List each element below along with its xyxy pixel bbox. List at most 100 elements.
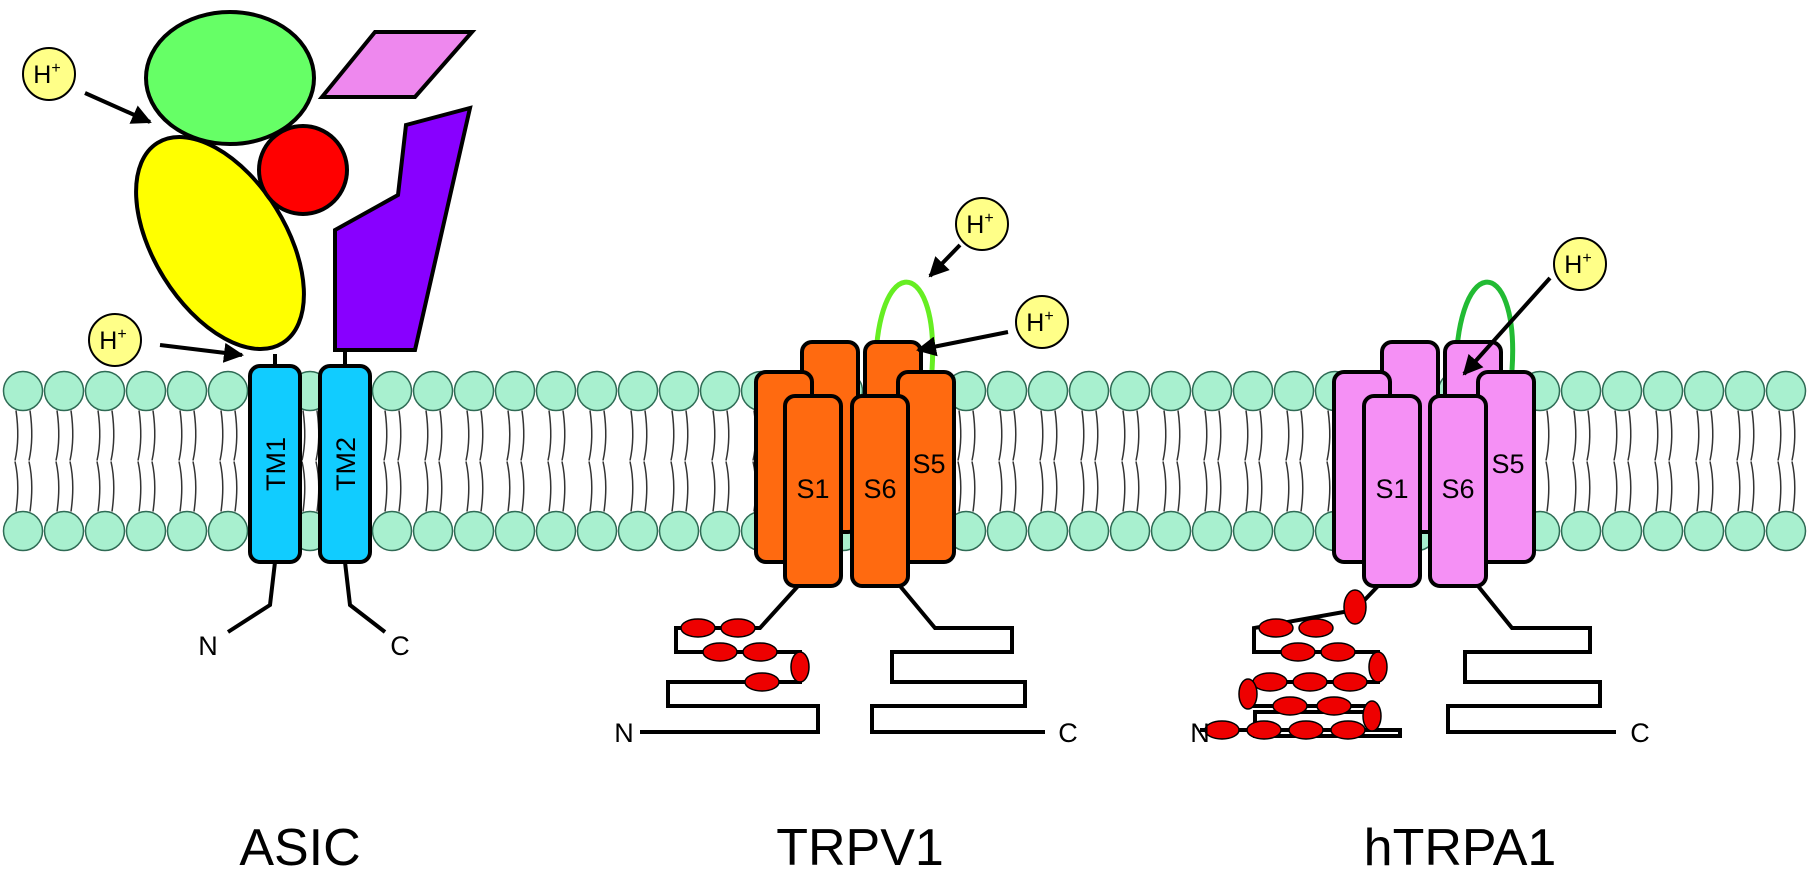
lipid-head (494, 510, 536, 552)
ankyrin-repeat (1238, 678, 1258, 710)
lipid-head (617, 510, 659, 552)
lipid-tail (1750, 410, 1755, 461)
lipid-tail (1545, 410, 1550, 461)
lipid-tail (1777, 410, 1782, 461)
lipid-tail (1613, 410, 1618, 461)
lipid-head (2, 510, 44, 552)
lipid-head (1150, 510, 1192, 552)
lipid-tail (629, 410, 634, 461)
lipid-head (1683, 370, 1725, 412)
lipid-head (1765, 370, 1807, 412)
lipid-tail (1080, 461, 1085, 512)
lipid-tail (1736, 410, 1741, 461)
trpv1-c-terminus-label: C (1058, 718, 1078, 748)
htrpa1-proton-arrow (1462, 276, 1552, 376)
ankyrin-repeat (1362, 700, 1382, 732)
lipid-tail (602, 461, 607, 512)
lipid-tail (1135, 410, 1140, 461)
asic-c-tail (343, 561, 387, 634)
lipid-head (43, 370, 85, 412)
lipid-tail (383, 461, 388, 512)
lipid-tail (1668, 410, 1673, 461)
ankyrin-repeat (1320, 642, 1356, 662)
lipid-head (1232, 510, 1274, 552)
asic-tm2-label: TM2 (331, 437, 361, 491)
asic-n-tail (226, 561, 277, 634)
lipid-tail (14, 461, 19, 512)
ankyrin-repeat (680, 618, 716, 638)
lipid-tail (438, 461, 443, 512)
lipid-tail (643, 461, 648, 512)
lipid-tail (383, 410, 388, 461)
asic-n-terminus-label: N (198, 631, 218, 661)
ankyrin-repeat (1343, 589, 1367, 625)
ankyrin-repeat (742, 642, 778, 662)
lipid-tail (971, 410, 976, 461)
lipid-tail (192, 461, 197, 512)
lipid-tail (547, 461, 552, 512)
lipid-tail (397, 410, 402, 461)
lipid-tail (1053, 461, 1058, 512)
lipid-tail (971, 461, 976, 512)
lipid-tail (684, 461, 689, 512)
lipid-tail (1750, 461, 1755, 512)
lipid-tail (684, 410, 689, 461)
lipid-head (371, 370, 413, 412)
trpv1-proton-arrow-side (916, 330, 1009, 357)
ankyrin-repeat (1252, 672, 1288, 692)
lipid-tail (1627, 461, 1632, 512)
asic-pink-domain (317, 30, 477, 99)
lipid-head (1683, 510, 1725, 552)
lipid-tail (1258, 410, 1263, 461)
lipid-tail (1586, 461, 1591, 512)
lipid-tail (1203, 461, 1208, 512)
svg-text:H+: H+ (33, 60, 60, 89)
asic-c-terminus-label: C (390, 631, 410, 661)
lipid-tail (711, 410, 716, 461)
lipid-tail (1217, 461, 1222, 512)
trpv1-channel-name: TRPV1 (776, 819, 944, 876)
lipid-tail (1791, 461, 1796, 512)
lipid-tail (28, 461, 33, 512)
lipid-head (617, 370, 659, 412)
trpv1-s6-label: S6 (863, 474, 896, 504)
lipid-tail (506, 461, 511, 512)
lipid-head (207, 510, 249, 552)
lipid-tail (192, 410, 197, 461)
lipid-head (1150, 370, 1192, 412)
trpv1-s5-label: S5 (912, 449, 945, 479)
lipid-tail (588, 410, 593, 461)
svg-text:H+: H+ (99, 326, 126, 355)
lipid-tail (1627, 410, 1632, 461)
lipid-head (1560, 370, 1602, 412)
htrpa1-channel: S1 S6 S5 C N H+ hTRPA1 (1190, 237, 1650, 876)
lipid-head (1109, 370, 1151, 412)
asic-proton-arrow-top (84, 91, 152, 124)
lipid-head (1724, 370, 1766, 412)
ankyrin-repeat (790, 651, 810, 683)
lipid-tail (1176, 410, 1181, 461)
lipid-tail (1217, 410, 1222, 461)
lipid-tail (178, 410, 183, 461)
lipid-tail (1572, 461, 1577, 512)
lipid-head (494, 370, 536, 412)
lipid-head (576, 370, 618, 412)
lipid-tail (69, 461, 74, 512)
lipid-head (1642, 370, 1684, 412)
lipid-tail (14, 410, 19, 461)
asic-green-domain (144, 10, 316, 146)
lipid-tail (1121, 461, 1126, 512)
lipid-tail (561, 461, 566, 512)
lipid-tail (1012, 410, 1017, 461)
lipid-head (207, 370, 249, 412)
lipid-head (453, 510, 495, 552)
lipid-head (1109, 510, 1151, 552)
asic-proton-arrow-bottom (159, 342, 244, 363)
lipid-head (535, 510, 577, 552)
lipid-tail (670, 461, 675, 512)
lipid-head (576, 510, 618, 552)
ankyrin-repeat (744, 672, 780, 692)
lipid-head (658, 370, 700, 412)
ankyrin-repeat (702, 642, 738, 662)
asic-tm1-label: TM1 (261, 437, 291, 491)
